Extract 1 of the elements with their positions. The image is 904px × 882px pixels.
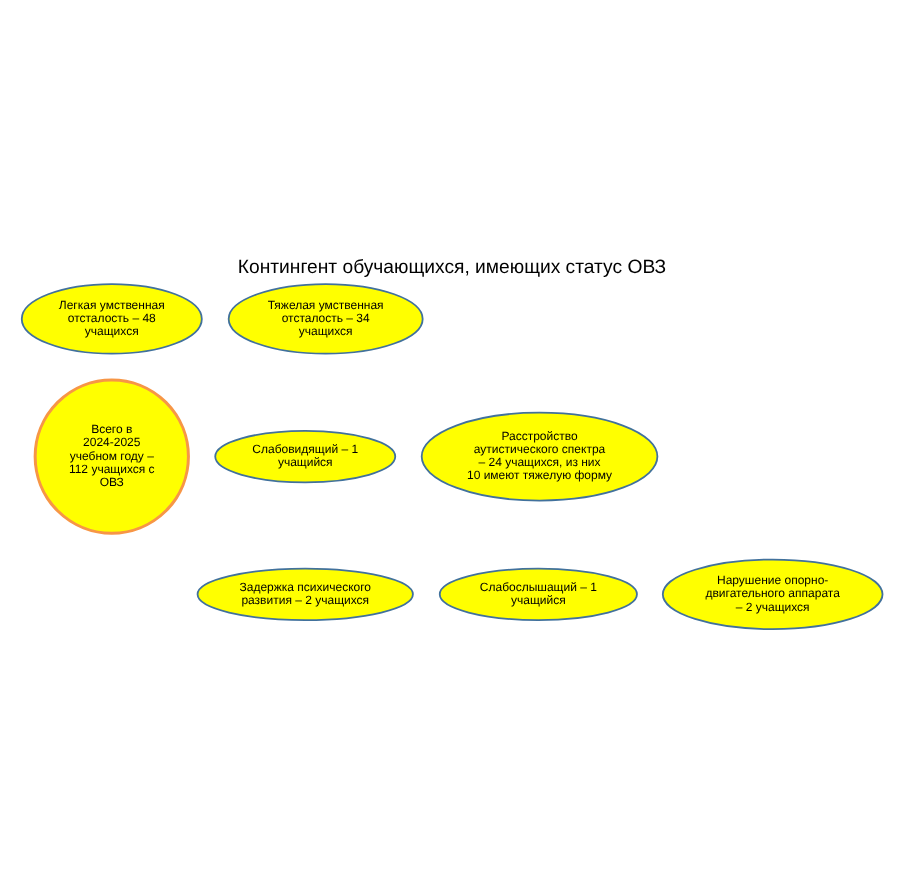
diagram-title: Контингент обучающихся, имеющих статус ОВЗ	[237, 256, 667, 279]
